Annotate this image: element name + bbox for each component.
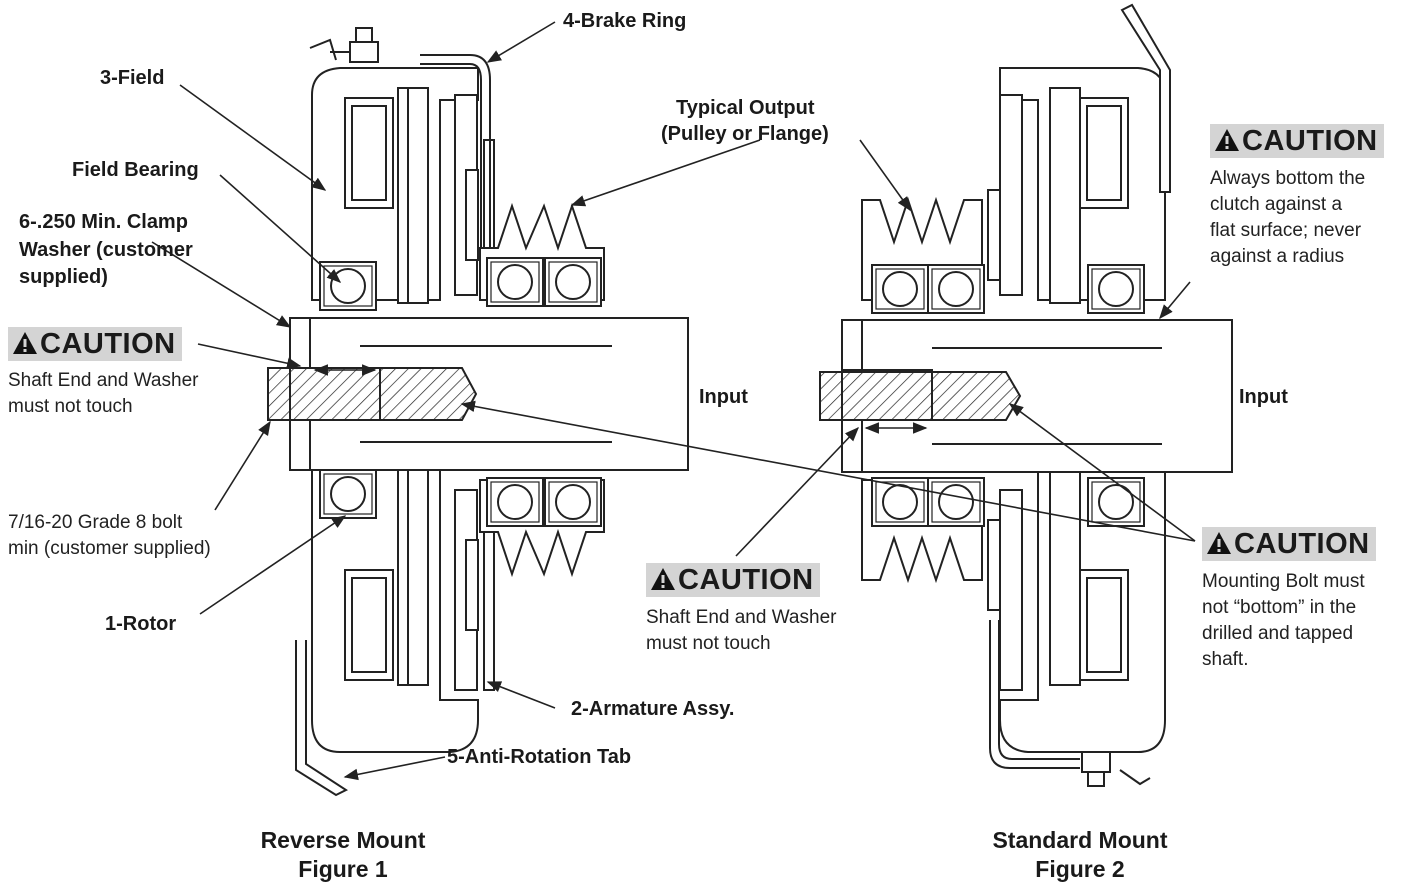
rotor-label: 1-Rotor [105,613,177,635]
caution-badge-right-bottom: CAUTION [1202,527,1376,561]
warning-triangle-icon [1215,129,1239,151]
caution-right-bottom-text-line1: Mounting Bolt must [1202,571,1365,592]
anti-rotation-tab-label: 5-Anti-Rotation Tab [447,746,632,768]
caution-left-text-line2: must not touch [8,396,133,417]
caution-right-bottom-text-line3: drilled and tapped [1202,623,1354,644]
caution-badge-center: CAUTION [646,563,820,597]
caution-badge-right-top: CAUTION [1210,124,1384,158]
caution-right-top-text-line3: flat surface; never [1210,220,1362,241]
caution-center-heading: CAUTION [678,564,814,596]
figure-2-caption-line1: Standard Mount [992,827,1168,853]
caution-left-text-line1: Shaft End and Washer [8,370,199,391]
warning-triangle-icon [13,332,37,354]
typical-output-label-line2: (Pulley or Flange) [661,123,829,145]
input-label-left: Input [699,386,748,408]
bolt-label-line2: min (customer supplied) [8,538,211,559]
figure-2-caption-line2: Figure 2 [1035,856,1125,882]
typical-output-label-line1: Typical Output [676,97,815,119]
field-bearing-label: Field Bearing [72,159,199,181]
caution-center-text-line2: must not touch [646,633,771,654]
caution-right-bottom-text-line4: shaft. [1202,649,1249,670]
caution-right-top-text-line4: against a radius [1210,246,1345,267]
figure-1-caption-line2: Figure 1 [298,856,388,882]
figure-1-caption-line1: Reverse Mount [260,827,426,853]
warning-triangle-icon [651,568,675,590]
caution-right-bottom-heading: CAUTION [1234,528,1370,560]
clamp-washer-label-line3: supplied) [19,266,108,288]
clamp-washer-label-line1: 6-.250 Min. Clamp [19,211,188,233]
field-label: 3-Field [100,67,165,89]
caution-right-top-text-line2: clutch against a [1210,194,1343,215]
figure-2-standard-mount-drawing [819,3,1233,787]
brake-ring-label: 4-Brake Ring [563,10,687,32]
leader-lines [151,21,1196,781]
caution-left-heading: CAUTION [40,328,176,360]
bolt-label-line1: 7/16-20 Grade 8 bolt [8,512,183,533]
caution-right-top-heading: CAUTION [1242,125,1378,157]
clamp-washer-label-line2: Washer (customer [19,239,193,261]
caution-right-top-text-line1: Always bottom the [1210,168,1366,189]
figure-1-reverse-mount-drawing [267,27,689,797]
warning-triangle-icon [1207,532,1231,554]
armature-label: 2-Armature Assy. [571,698,735,720]
caution-right-bottom-text-line2: not “bottom” in the [1202,597,1357,618]
caution-badge-left: CAUTION [8,327,182,361]
caution-center-text-line1: Shaft End and Washer [646,607,837,628]
input-label-right: Input [1239,386,1288,408]
